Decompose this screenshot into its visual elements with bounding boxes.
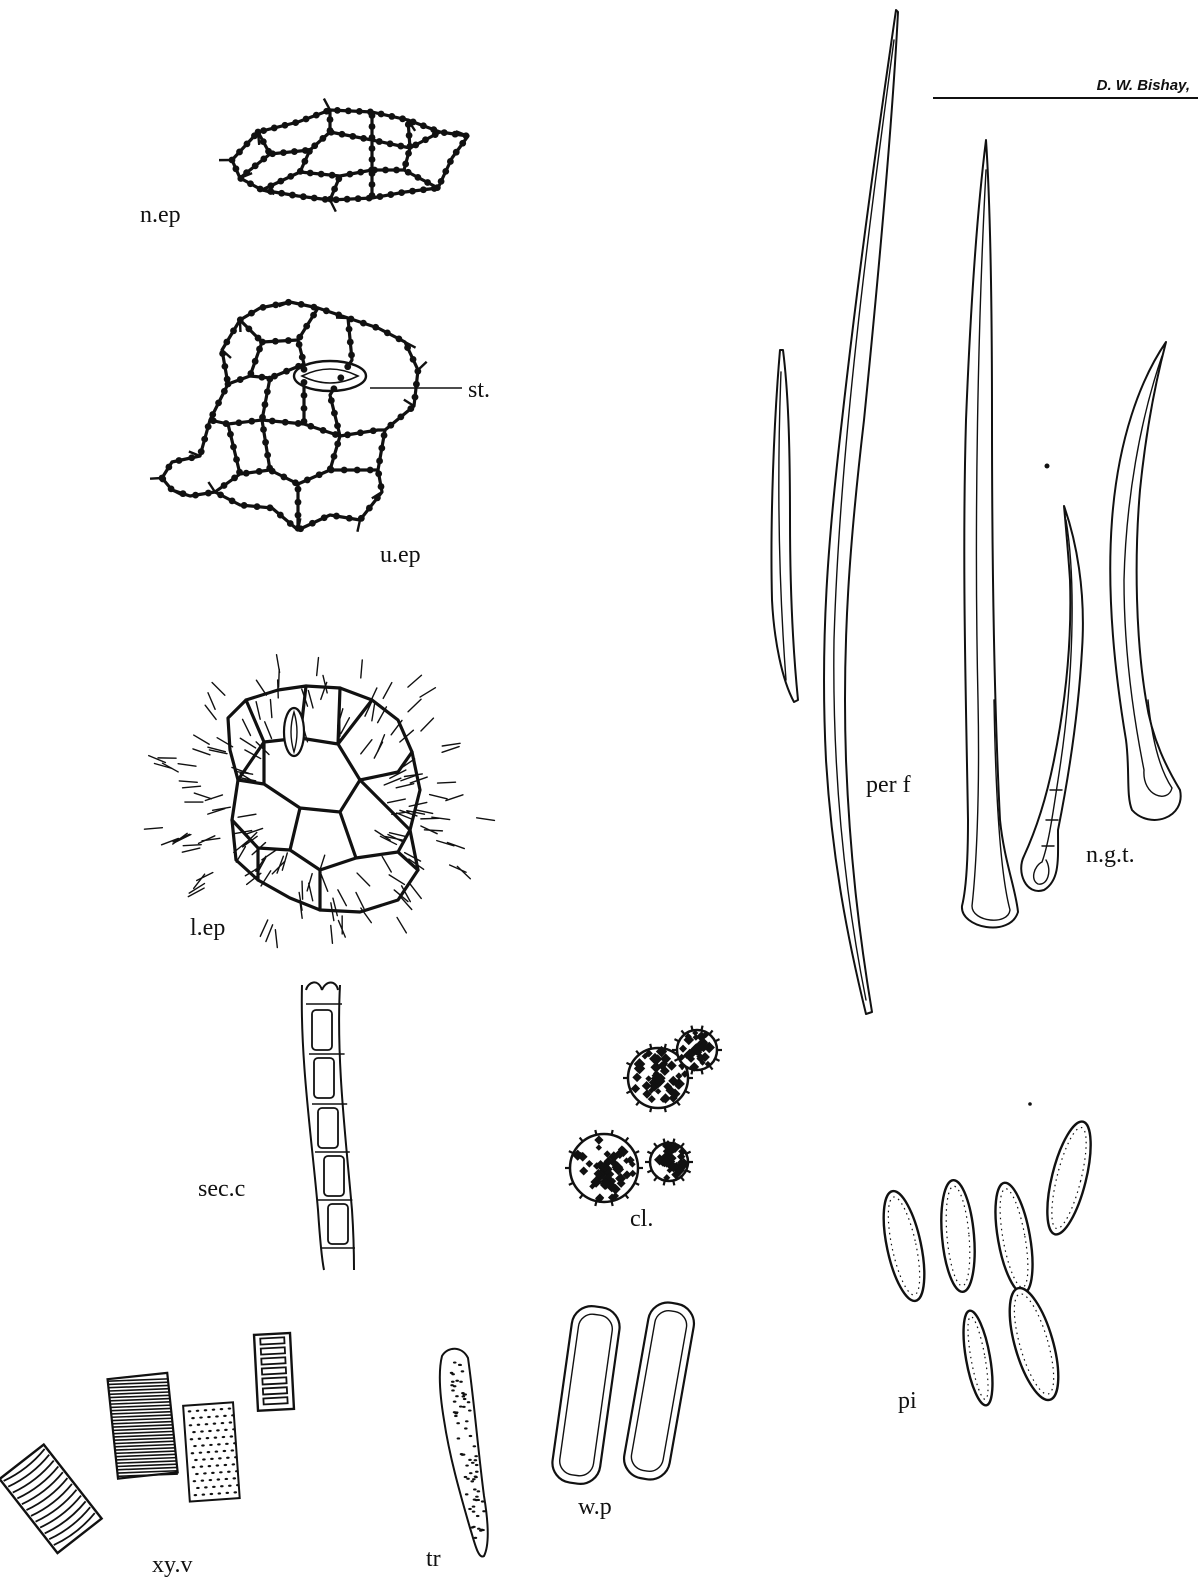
label-sec-c: sec.c <box>198 1176 245 1202</box>
author-credit: D. W. Bishay, <box>1097 77 1190 94</box>
u-ep-epidermis-drawing <box>150 299 462 532</box>
sec-c-secretory-cells-drawing <box>302 982 355 1270</box>
label-xy-v: xy.v <box>152 1552 192 1578</box>
label-l-ep: l.ep <box>190 915 225 941</box>
pi-pollen-grains-drawing <box>876 1118 1100 1408</box>
l-ep-epidermis-drawing <box>144 655 494 948</box>
label-tr: tr <box>426 1546 441 1572</box>
label-u-ep: u.ep <box>380 542 421 568</box>
label-cl: cl. <box>630 1206 653 1232</box>
n-ep-epidermis-drawing <box>219 99 469 212</box>
label-w-p: w.p <box>578 1494 612 1520</box>
per-f-fibres-drawing <box>771 10 1018 1014</box>
w-p-wood-parenchyma-drawing <box>550 1299 697 1486</box>
label-n-ep: n.ep <box>140 202 181 228</box>
label-pi: pi <box>898 1388 917 1414</box>
cl-cluster-crystals-drawing <box>565 1026 722 1206</box>
tr-tracheid-drawing <box>440 1349 488 1557</box>
label-per-f: per f <box>866 772 911 798</box>
xy-v-xylem-vessels-drawing <box>0 1333 294 1553</box>
label-st: st. <box>468 377 490 403</box>
n-g-t-trichomes-drawing <box>1021 342 1180 891</box>
label-n-g-t: n.g.t. <box>1086 842 1135 868</box>
